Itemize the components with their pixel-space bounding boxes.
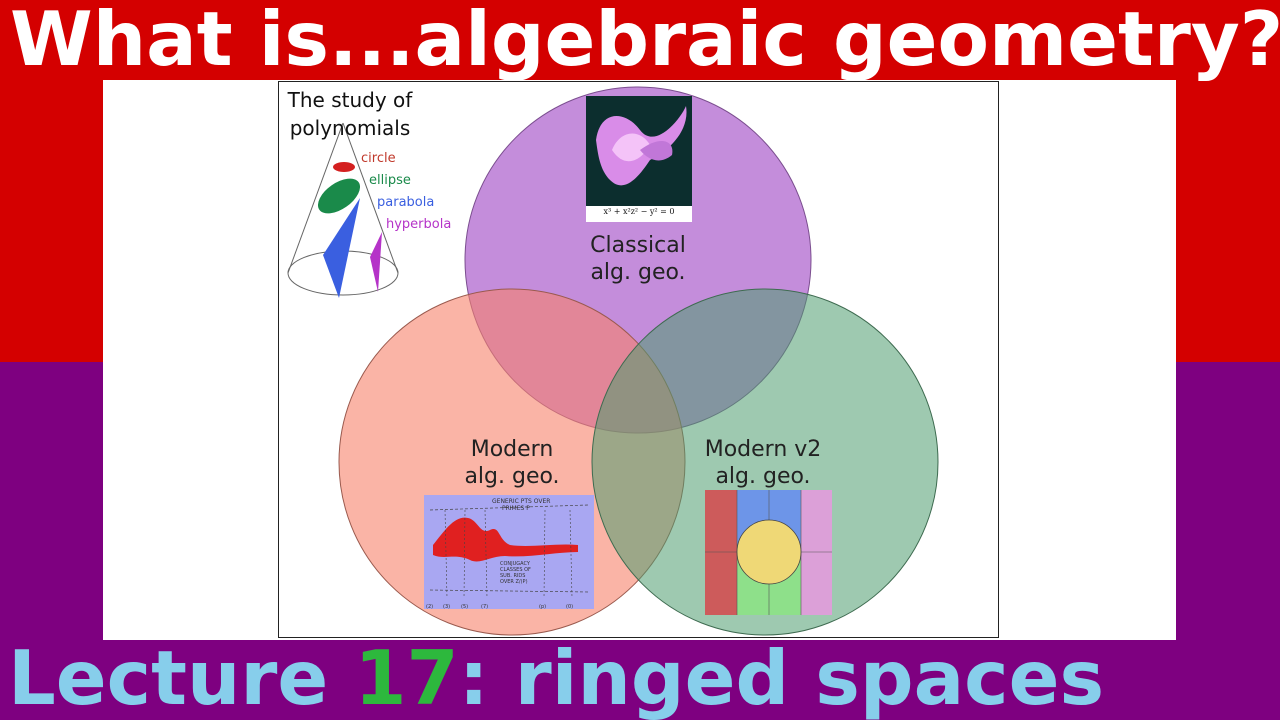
lecture-suffix: : ringed spaces (458, 634, 1105, 722)
mumford-sketch: GENERIC PTS OVER PRIMES P CONJUGACY CLAS… (424, 495, 594, 610)
circle-section (333, 162, 355, 172)
sketch-axis-label-5: (p) (539, 604, 546, 610)
conic-label-circle: circle (361, 151, 396, 166)
modern-label: Modern alg. geo. (442, 436, 582, 490)
caption-line-2: polynomials (289, 116, 411, 140)
lecture-prefix: Lecture (8, 634, 355, 722)
sketch-side-text-2: CLASSES OF (500, 567, 531, 573)
polynomials-caption: The study of polynomials (280, 86, 420, 142)
video-title: What is...algebraic geometry? (10, 0, 1280, 83)
sketch-axis-label-6: (0) (566, 604, 573, 610)
sketch-top-text-2: PRIMES P (502, 505, 530, 512)
classical-line-1: Classical (590, 233, 686, 258)
sketch-axis-label-1: (2) (426, 604, 433, 610)
ellipse-section (317, 178, 361, 214)
sketch-axis-label-2: (3) (443, 604, 450, 610)
modern-v2-label: Modern v2 alg. geo. (693, 436, 833, 490)
lecture-title: Lecture 17: ringed spaces (8, 636, 1278, 720)
circle-modern-v2 (591, 288, 939, 636)
sketch-side-text-4: OVER Z/(P) (500, 579, 528, 585)
conic-label-parabola: parabola (377, 195, 435, 210)
sketch-axis-label-4: (7) (481, 604, 488, 610)
modern-v2-line-2: alg. geo. (715, 464, 811, 489)
modern-v2-blocks (705, 490, 832, 615)
sketch-axis-label-3: (5) (461, 604, 468, 610)
hyperbola-section (370, 232, 382, 292)
modern-line-2: alg. geo. (464, 464, 560, 489)
sketch-side-text-1: CONJUGACY (500, 561, 531, 567)
lecture-number: 17 (354, 634, 459, 722)
cone-illustration (287, 122, 399, 298)
modern-line-1: Modern (470, 437, 554, 462)
sketch-top-text-1: GENERIC PTS OVER (492, 498, 550, 505)
classical-line-2: alg. geo. (590, 260, 686, 285)
surface-image (586, 96, 692, 222)
conic-label-hyperbola: hyperbola (386, 217, 452, 232)
parabola-section (323, 198, 360, 298)
surface-equation: x³ + x²z² − y² = 0 (586, 207, 692, 216)
slide-frame (278, 81, 999, 638)
modern-v2-line-1: Modern v2 (704, 437, 822, 462)
caption-line-1: The study of (287, 88, 413, 112)
sketch-side-text-3: SUB. RIDS (500, 573, 525, 579)
conic-label-ellipse: ellipse (369, 173, 411, 188)
classical-label: Classical alg. geo. (568, 232, 708, 286)
